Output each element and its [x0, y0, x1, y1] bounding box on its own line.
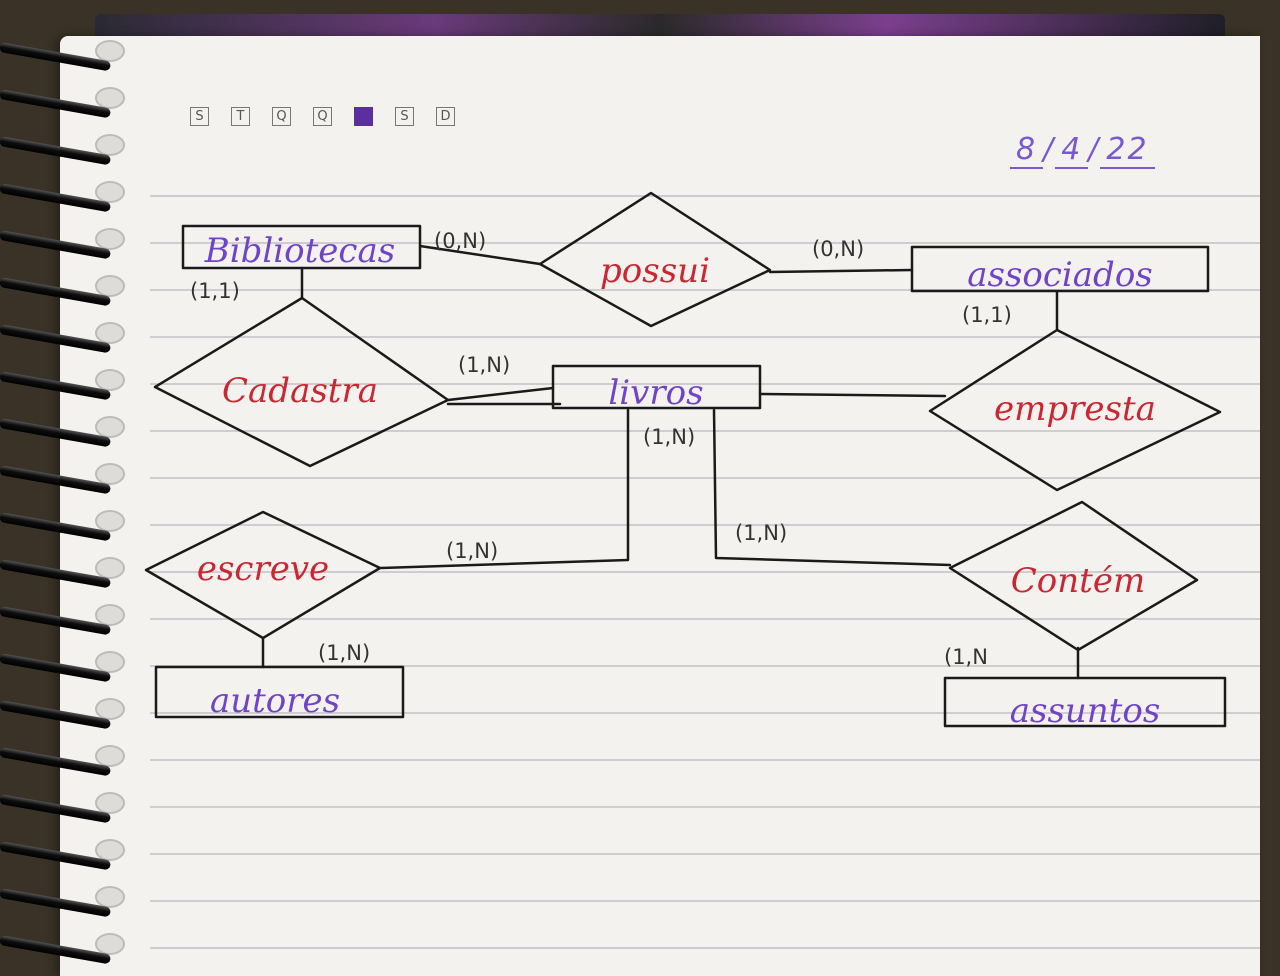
weekday-box: T	[231, 107, 250, 126]
spiral-ring	[0, 792, 135, 824]
binding-hole	[95, 886, 125, 908]
rel-empresta	[928, 328, 1222, 492]
cardinality-label: (1,N)	[446, 539, 498, 563]
entity-autores-label: autores	[210, 681, 340, 721]
binding-hole	[95, 322, 125, 344]
line-cadastra-livros	[446, 386, 562, 406]
line-possui-associados	[768, 268, 914, 274]
line-livros-contem	[712, 408, 952, 567]
spiral-ring	[0, 369, 135, 401]
cardinality-label: (1,N	[944, 645, 988, 669]
entity-bibliotecas-label: Bibliotecas	[204, 231, 395, 271]
spiral-ring	[0, 40, 135, 72]
spiral-ring	[0, 933, 135, 965]
weekday-box: S	[190, 107, 209, 126]
rel-cadastra-label: Cadastra	[222, 371, 378, 411]
rel-escreve-label: escreve	[197, 549, 329, 589]
date-month: 4	[1055, 132, 1089, 169]
binding-hole	[95, 745, 125, 767]
spiral-ring	[0, 181, 135, 213]
entity-associados	[910, 245, 1210, 293]
binding-hole	[95, 604, 125, 626]
binding-hole	[95, 416, 125, 438]
cardinality-label: (1,N)	[735, 521, 787, 545]
binding-hole	[95, 510, 125, 532]
spiral-ring	[0, 698, 135, 730]
weekday-box: Q	[313, 107, 332, 126]
entity-bibliotecas	[181, 224, 422, 270]
binding-hole	[95, 181, 125, 203]
spiral-ring	[0, 510, 135, 542]
line-bibliotecas-possui	[418, 244, 542, 266]
line-livros-empresta	[758, 392, 947, 398]
entity-associados-label: associados	[967, 255, 1153, 295]
cardinality-label: (1,N)	[643, 425, 695, 449]
binding-hole	[95, 369, 125, 391]
rel-possui-label: possui	[600, 251, 710, 291]
spiral-ring	[0, 416, 135, 448]
entity-assuntos-label: assuntos	[1010, 691, 1161, 731]
binding-hole	[95, 134, 125, 156]
weekday-boxes: S T Q Q S S D	[190, 107, 455, 126]
binding-hole	[95, 557, 125, 579]
cardinality-label: (0,N)	[434, 229, 486, 253]
entity-livros-label: livros	[608, 373, 703, 413]
binding-hole	[95, 839, 125, 861]
rel-escreve	[144, 510, 382, 640]
weekday-box: Q	[272, 107, 291, 126]
spiral-ring	[0, 463, 135, 495]
spiral-ring	[0, 557, 135, 589]
ruled-lines	[150, 150, 1260, 950]
spiral-ring	[0, 228, 135, 260]
weekday-box: D	[436, 107, 455, 126]
binding-hole	[95, 651, 125, 673]
weekday-box: S	[395, 107, 414, 126]
spiral-ring	[0, 886, 135, 918]
handwritten-date: 8/4/22	[1010, 132, 1220, 169]
spiral-ring	[0, 839, 135, 871]
binding-hole	[95, 228, 125, 250]
spiral-ring	[0, 604, 135, 636]
rel-contem-label: Contém	[1011, 561, 1145, 601]
binding-hole	[95, 87, 125, 109]
weekday-box-marked: S	[354, 107, 373, 126]
spiral-ring	[0, 134, 135, 166]
cardinality-label: (1,1)	[190, 279, 240, 303]
line-livros-escreve	[378, 408, 630, 570]
rel-contem	[948, 500, 1199, 652]
binding-hole	[95, 463, 125, 485]
cardinality-label: (0,N)	[812, 237, 864, 261]
spiral-ring	[0, 275, 135, 307]
spiral-ring	[0, 87, 135, 119]
rel-cadastra	[153, 296, 450, 468]
cardinality-label: (1,N)	[318, 641, 370, 665]
binding-hole	[95, 933, 125, 955]
rel-empresta-label: empresta	[994, 389, 1156, 429]
cardinality-label: (1,N)	[458, 353, 510, 377]
spiral-binding	[0, 40, 140, 965]
spiral-ring	[0, 322, 135, 354]
binding-hole	[95, 275, 125, 297]
rel-possui	[538, 191, 772, 328]
spiral-ring	[0, 651, 135, 683]
date-day: 8	[1010, 132, 1044, 169]
spiral-ring	[0, 745, 135, 777]
binding-hole	[95, 40, 125, 62]
cardinality-label: (1,1)	[962, 303, 1012, 327]
binding-hole	[95, 792, 125, 814]
entity-livros	[551, 364, 762, 410]
entity-autores	[154, 665, 405, 719]
entity-assuntos	[943, 676, 1227, 728]
binding-hole	[95, 698, 125, 720]
date-year: 22	[1100, 132, 1155, 169]
